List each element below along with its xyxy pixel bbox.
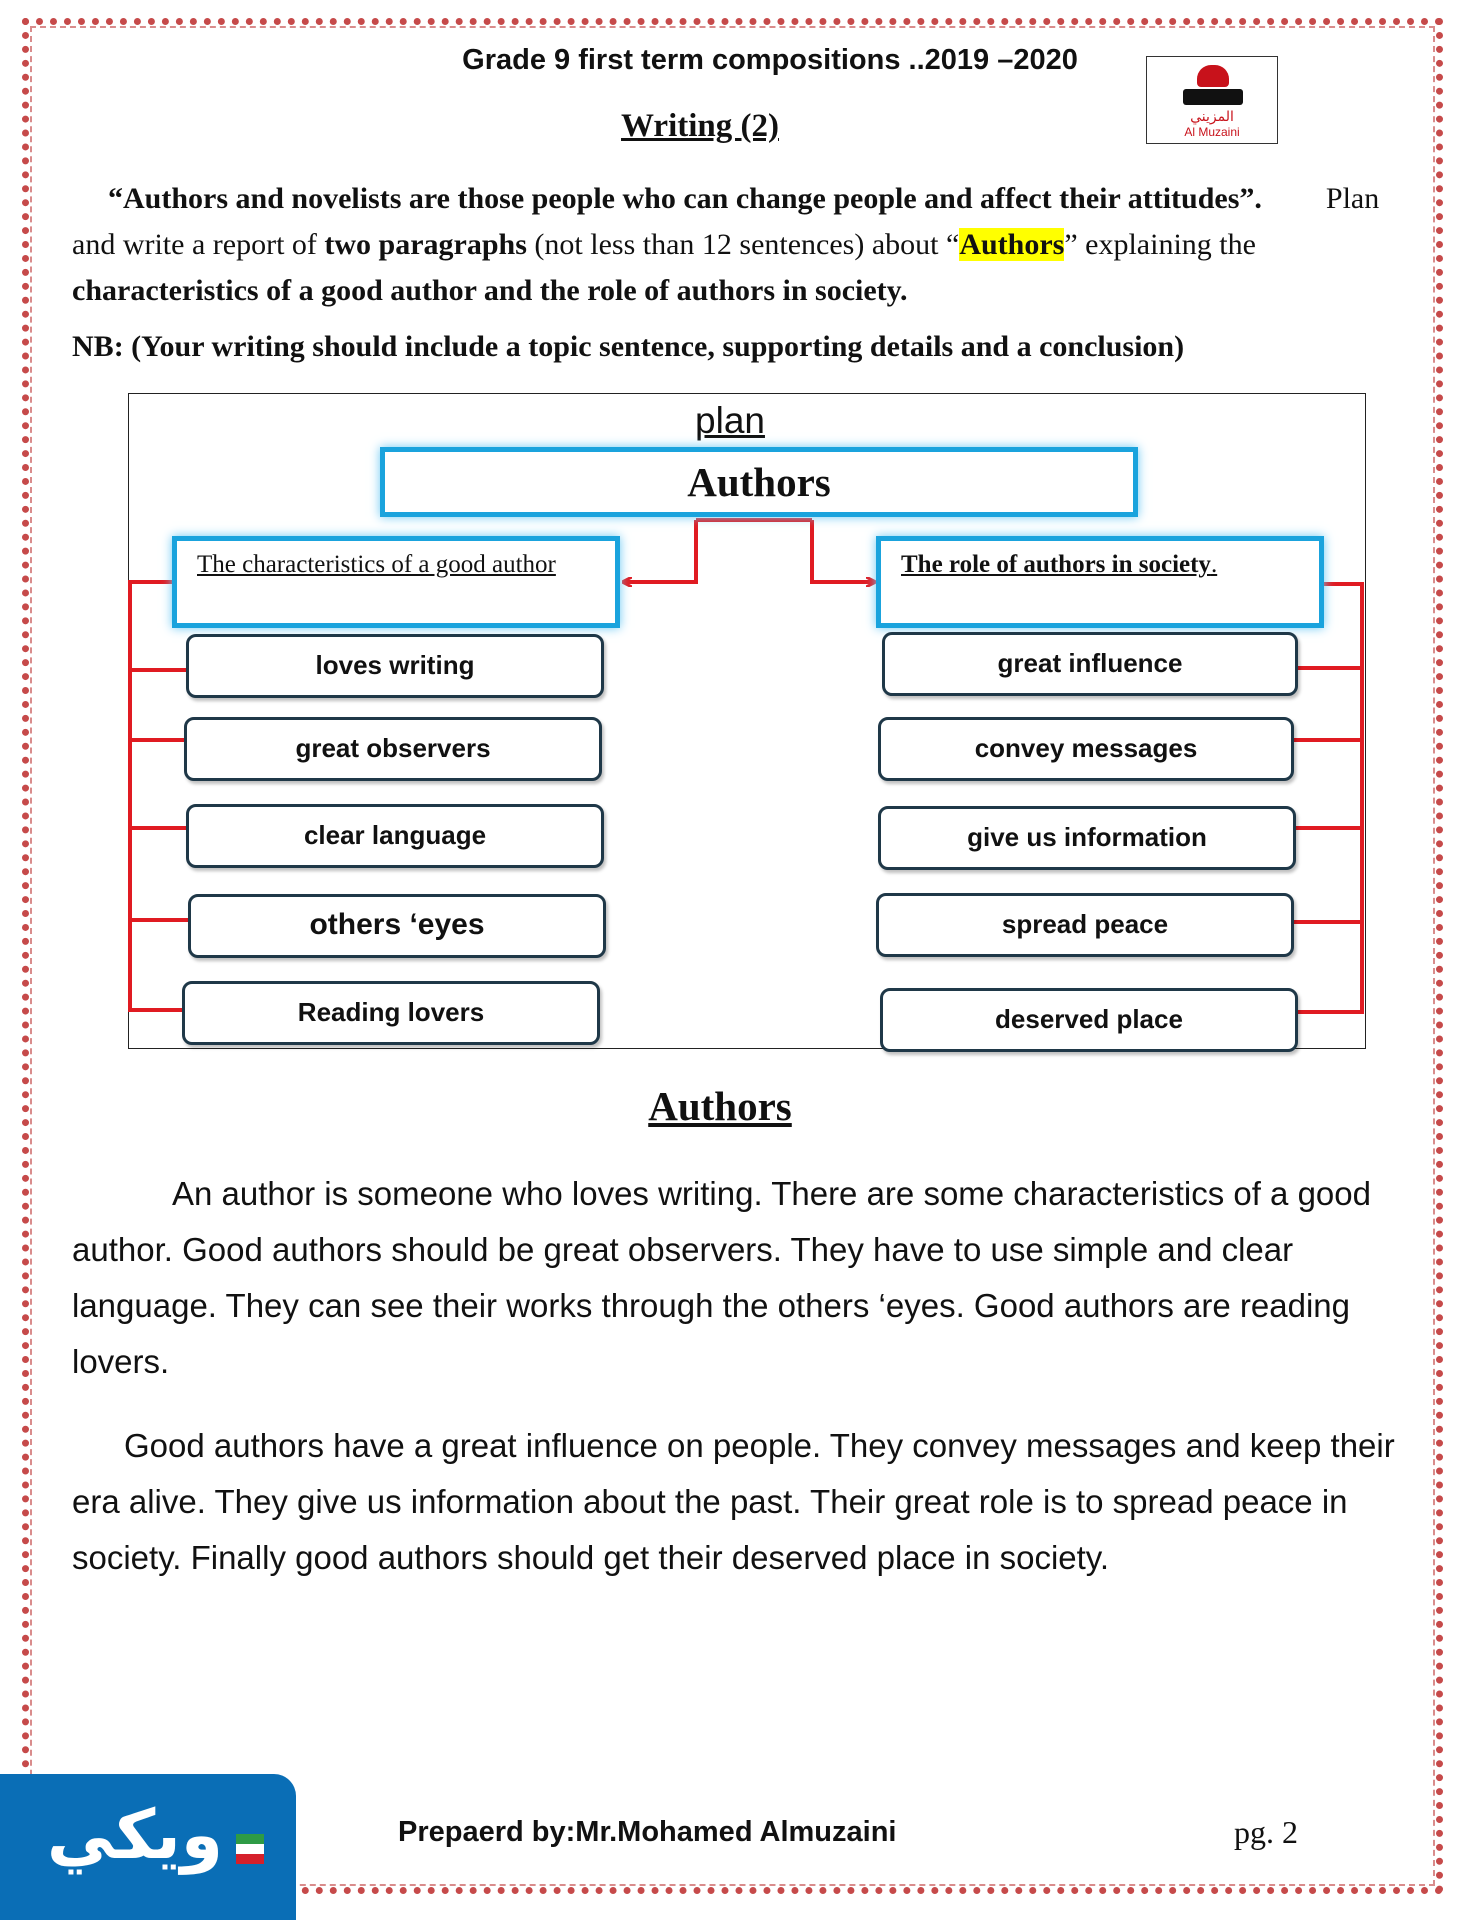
footer-author: Prepaerd by:Mr.Mohamed Almuzaini — [398, 1816, 897, 1848]
highlighted-topic: Authors — [959, 228, 1065, 261]
plan-left-item: great observers — [184, 717, 602, 781]
plan-left-item: loves writing — [186, 634, 604, 698]
plan-right-item: convey messages — [878, 717, 1294, 781]
essay-paragraph-1: An author is someone who loves writing. … — [72, 1175, 1371, 1380]
task-quote: “Authors and novelists are those people … — [108, 182, 1262, 215]
task-prompt: “Authors and novelists are those people … — [72, 182, 1380, 307]
essay-title: Authors — [648, 1083, 792, 1129]
plan-left-item: others ‘eyes — [188, 894, 606, 958]
logo-english-text: Al Muzaini — [1184, 125, 1240, 139]
plan-label: plan — [695, 400, 765, 441]
plan-left-heading: The characteristics of a good author — [172, 536, 620, 628]
plan-center-box: Authors — [380, 447, 1138, 517]
page-number: pg. 2 — [1234, 1814, 1298, 1850]
plan-left-item: clear language — [186, 804, 604, 868]
writing-title: Writing (2) — [621, 108, 779, 144]
plan-right-item: great influence — [882, 632, 1298, 696]
plan-right-item: spread peace — [876, 893, 1294, 957]
stamp-icon — [1197, 65, 1229, 87]
logo-arabic-text: المزيني — [1190, 109, 1234, 125]
publisher-logo: المزيني Al Muzaini — [1146, 56, 1278, 144]
flag-icon — [236, 1834, 264, 1844]
plan-right-item: deserved place — [880, 988, 1298, 1052]
wiki-logo: ويكي — [0, 1774, 296, 1920]
essay-paragraph-2: Good authors have a great influence on p… — [72, 1427, 1395, 1576]
wiki-logo-text: ويكي — [46, 1796, 224, 1875]
page-border — [22, 18, 1443, 1894]
header-title: Grade 9 first term compositions ..2019 –… — [462, 44, 1078, 76]
page-border-inner — [30, 26, 1435, 1886]
plan-right-heading: The role of authors in society. — [876, 536, 1324, 628]
task-note: NB: (Your writing should include a topic… — [72, 330, 1185, 363]
plan-right-item: give us information — [878, 806, 1296, 870]
plan-left-item: Reading lovers — [182, 981, 600, 1045]
